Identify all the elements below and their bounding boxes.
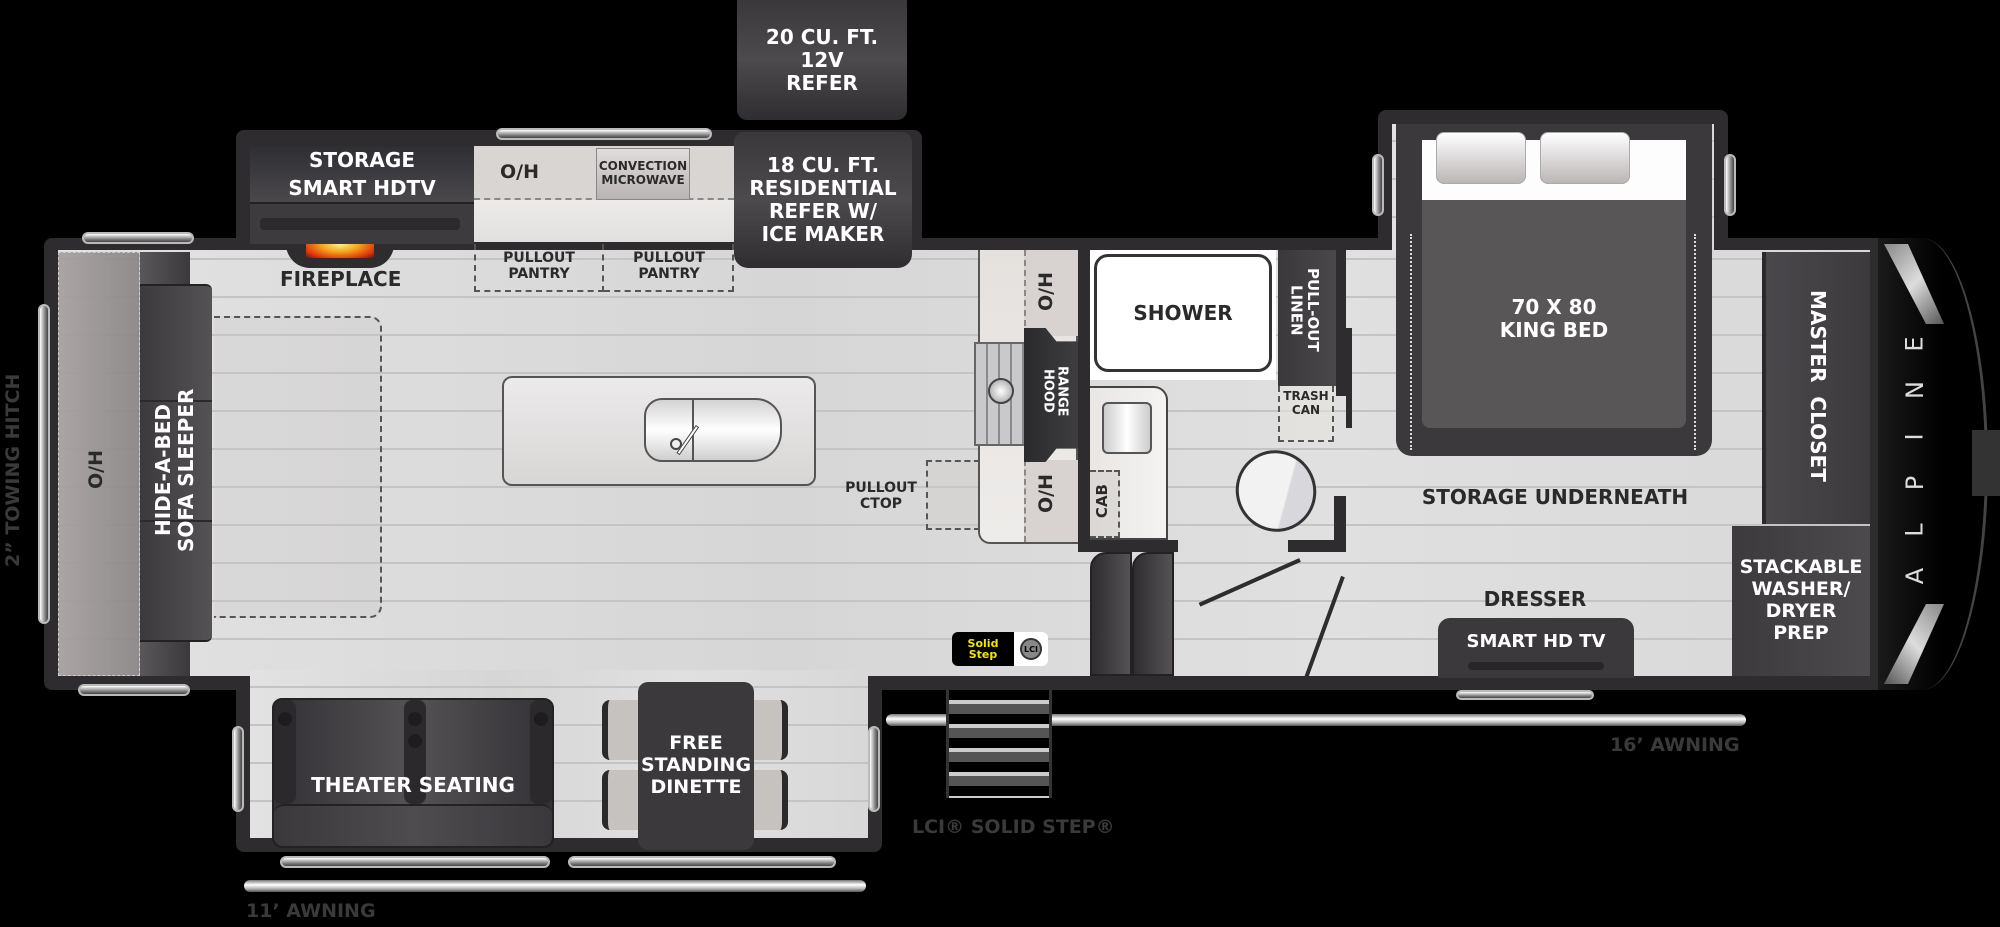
double-sink [644, 398, 782, 462]
window-rear-side [38, 304, 50, 624]
brand-logo: A L P I N E [1900, 336, 1929, 585]
dinette-chair-2 [602, 770, 640, 830]
smart-hd-tv-label: SMART HD TV [1466, 631, 1606, 652]
refer-12v: 20 CU. FT. 12V REFER [737, 0, 907, 120]
window-bed-right [1724, 154, 1736, 216]
window-theater-left [232, 726, 244, 812]
bath-wall-bottom [1078, 540, 1178, 552]
range-overhead-top [1024, 250, 1078, 336]
awning-left [244, 880, 866, 892]
awning-left-label: 11’ AWNING [246, 900, 376, 922]
king-bed[interactable]: 70 X 80 KING BED [1396, 124, 1712, 456]
pillow-left [1436, 132, 1526, 184]
window-kitchen [496, 128, 712, 140]
trash-can [1278, 386, 1334, 442]
awning-right-label: 16’ AWNING [1610, 734, 1740, 756]
rear-overhead [58, 252, 140, 676]
master-closet[interactable] [1762, 252, 1870, 524]
smart-hdtv-label: SMART HDTV [288, 176, 436, 200]
dresser: SMART HD TV [1438, 618, 1634, 678]
dinette-chair-1 [602, 700, 640, 760]
linen-wall [1336, 250, 1346, 396]
theater-seating[interactable]: THEATER SEATING [272, 698, 554, 848]
fireplace-icon [286, 244, 394, 268]
lci-logo-icon: LCI [1020, 638, 1042, 660]
pullout-ctop [926, 460, 980, 530]
window-dresser [1456, 690, 1594, 700]
awning-right [886, 714, 1746, 726]
kitchen-countertop [474, 200, 734, 242]
towing-hitch-label: 2” TOWING HITCH [2, 373, 24, 567]
range-overhead-bottom [1024, 460, 1078, 542]
theater-seating-label: THEATER SEATING [311, 773, 515, 797]
solid-step-label: LCI® SOLID STEP® [912, 816, 1115, 838]
sofa-seam-2 [140, 520, 212, 522]
pin-box [1972, 430, 2000, 496]
pull-out-linen [1278, 250, 1336, 386]
storage-underneath-label: STORAGE UNDERNEATH [1421, 485, 1689, 509]
overhead-bottom-label: O/H [1035, 474, 1057, 513]
dresser-label: DRESSER [1483, 587, 1587, 611]
pullout-pantry-1 [474, 244, 604, 292]
bath-door-jamb-h [1288, 540, 1346, 552]
window-theater-bottom [280, 856, 550, 868]
window-bed-left [1372, 154, 1384, 216]
bedroom-wall-accent [1346, 328, 1352, 428]
storage-label: STORAGE [308, 148, 415, 172]
sofa-label: HIDE-A-BED SOFA SLEEPER [151, 388, 198, 552]
lav-sink-icon [1102, 402, 1152, 454]
linen-label: PULL-OUT LINEN [1287, 268, 1323, 352]
cooktop-icon [974, 342, 1026, 446]
kitchen-island [502, 376, 816, 486]
bed-label: 70 X 80 KING BED [1499, 295, 1609, 342]
bath-closet-door-2[interactable] [1132, 552, 1174, 676]
window-dinette-right [868, 726, 880, 812]
entry-steps[interactable] [946, 690, 1052, 798]
rear-overhead-label: O/H [85, 450, 107, 490]
window-rear-top [82, 232, 194, 244]
window-dinette-bottom [568, 856, 836, 868]
pullout-pantry-1-label: PULLOUT PANTRY [503, 250, 575, 283]
residential-refer: 18 CU. FT. RESIDENTIAL REFER W/ ICE MAKE… [734, 132, 912, 268]
bath-wall-left [1078, 250, 1090, 552]
dinette-chair-3 [750, 700, 788, 760]
fireplace-label: FIREPLACE [280, 267, 402, 291]
tv-icon [1468, 662, 1604, 670]
hdtv-panel [250, 202, 474, 244]
kitchen-overhead-label: O/H [500, 161, 539, 183]
cabinet [1090, 470, 1120, 538]
shower-label: SHOWER [1133, 300, 1233, 325]
dinette-chair-4 [750, 770, 788, 830]
pillow-right [1540, 132, 1630, 184]
sofa-seam-1 [140, 400, 212, 402]
overhead-top-label: O/H [1035, 272, 1057, 311]
bath-closet-door-1[interactable] [1090, 552, 1132, 676]
storage-cabinet: STORAGE SMART HDTV [250, 146, 474, 202]
pullout-pantry-2-label: PULLOUT PANTRY [633, 250, 705, 283]
sofa-bed-extension [214, 316, 382, 618]
cab-label: CAB [1093, 484, 1111, 519]
shower: SHOWER [1090, 250, 1276, 380]
master-closet-label: MASTER CLOSET [1806, 290, 1830, 482]
free-standing-dinette[interactable]: FREE STANDING DINETTE [638, 682, 754, 850]
pullout-pantry-2 [604, 244, 734, 292]
pullout-ctop-label: PULLOUT CTOP [845, 480, 917, 513]
sofa-sleeper [140, 284, 212, 642]
solid-step-badge: Solid Step LCI [952, 632, 1048, 666]
trash-can-label: TRASH CAN [1283, 389, 1329, 417]
washer-dryer-prep: STACKABLE WASHER/ DRYER PREP [1732, 526, 1870, 676]
bath-door-jamb [1334, 496, 1346, 552]
range-hood-label: RANGE HOOD [1040, 366, 1070, 417]
window-rear-bottom [78, 684, 190, 696]
convection-microwave: CONVECTION MICROWAVE [596, 148, 690, 200]
range-hood [1024, 328, 1078, 462]
